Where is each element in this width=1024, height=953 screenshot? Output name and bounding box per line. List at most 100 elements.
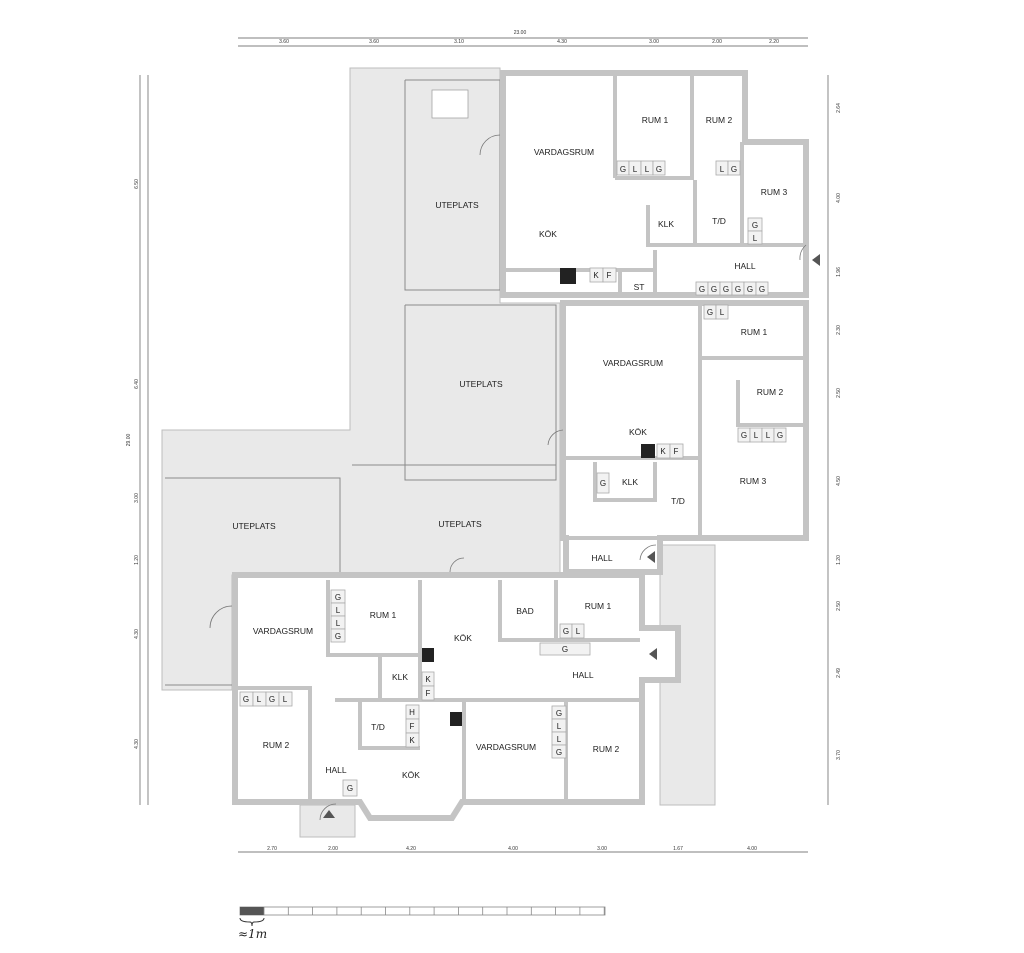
- svg-text:K: K: [409, 736, 415, 745]
- dimension-label: 6.40: [134, 379, 140, 389]
- svg-text:L: L: [720, 165, 725, 174]
- svg-text:G: G: [563, 627, 569, 636]
- patio-label: UTEPLATS: [232, 521, 276, 531]
- dimension-label: 1.20: [134, 555, 140, 565]
- dimension-label: 4.30: [134, 629, 140, 639]
- svg-text:L: L: [336, 606, 341, 615]
- svg-text:G: G: [335, 593, 341, 602]
- room-label: VARDAGSRUM: [476, 742, 536, 752]
- svg-text:G: G: [562, 645, 568, 654]
- svg-text:G: G: [556, 748, 562, 757]
- dimension-label: 29.00: [126, 434, 132, 447]
- svg-text:L: L: [257, 695, 262, 704]
- dimension-label: 3.60: [369, 39, 379, 45]
- room-label: HALL: [591, 553, 613, 563]
- svg-text:K: K: [593, 271, 599, 280]
- entrance-arrow-icon: [323, 254, 820, 818]
- svg-text:G: G: [759, 285, 765, 294]
- svg-text:G: G: [741, 431, 747, 440]
- closets: G L G L L G G K F: [596, 304, 787, 494]
- dimension-label: 4.30: [557, 39, 567, 45]
- dimension-label: 23.00: [514, 30, 527, 36]
- svg-text:G: G: [699, 285, 705, 294]
- room-label: RUM 1: [585, 601, 612, 611]
- unit-top: [479, 70, 809, 298]
- room-label: RUM 2: [593, 744, 620, 754]
- patio-label: UTEPLATS: [438, 519, 482, 529]
- svg-text:G: G: [600, 479, 606, 488]
- room-label: KLK: [658, 219, 674, 229]
- svg-text:G: G: [269, 695, 275, 704]
- dimension-label: 3.10: [454, 39, 464, 45]
- closets: G L L G L G G L G G G G G G K F: [589, 160, 769, 296]
- room-label: ST: [634, 282, 645, 292]
- svg-text:G: G: [777, 431, 783, 440]
- dimension-label: 3.70: [836, 750, 842, 760]
- svg-text:G: G: [752, 221, 758, 230]
- dimension-label: 2.70: [267, 846, 277, 852]
- svg-text:L: L: [753, 234, 758, 243]
- svg-text:G: G: [335, 632, 341, 641]
- room-label: HALL: [325, 765, 347, 775]
- patio-label: UTEPLATS: [435, 200, 479, 210]
- scale-bar: [239, 906, 606, 927]
- room-label: KÖK: [402, 770, 420, 780]
- svg-text:L: L: [766, 431, 771, 440]
- room-label: BAD: [516, 606, 533, 616]
- dimension-label: 2.50: [836, 388, 842, 398]
- room-label: RUM 2: [757, 387, 784, 397]
- svg-text:F: F: [674, 447, 679, 456]
- room-label: RUM 3: [761, 187, 788, 197]
- dimension-label: 4.00: [836, 193, 842, 203]
- svg-text:L: L: [645, 165, 650, 174]
- svg-text:L: L: [754, 431, 759, 440]
- scale-ticks: [263, 907, 605, 915]
- room-label: HALL: [572, 670, 594, 680]
- svg-text:G: G: [347, 784, 353, 793]
- dimension-label: 1.20: [836, 555, 842, 565]
- closets: G L L G G L G L K F H F K G G L G G L L …: [239, 589, 591, 797]
- svg-text:G: G: [243, 695, 249, 704]
- room-label: RUM 3: [740, 476, 767, 486]
- svg-text:L: L: [283, 695, 288, 704]
- svg-text:L: L: [336, 619, 341, 628]
- svg-text:K: K: [660, 447, 666, 456]
- dimension-label: 4.00: [747, 846, 757, 852]
- dimension-label: 2.64: [836, 103, 842, 113]
- room-label: RUM 1: [370, 610, 397, 620]
- dimension-label: 2.30: [836, 325, 842, 335]
- room-label: HALL: [734, 261, 756, 271]
- dimension-label: 2.00: [328, 846, 338, 852]
- dimension-label: 3.00: [649, 39, 659, 45]
- svg-text:G: G: [707, 308, 713, 317]
- room-label: RUM 2: [706, 115, 733, 125]
- room-label: RUM 2: [263, 740, 290, 750]
- svg-text:G: G: [620, 165, 626, 174]
- svg-text:F: F: [426, 689, 431, 698]
- dimension-label: 3.60: [279, 39, 289, 45]
- room-label: RUM 1: [642, 115, 669, 125]
- room-label: T/D: [371, 722, 385, 732]
- svg-text:G: G: [711, 285, 717, 294]
- svg-text:F: F: [607, 271, 612, 280]
- svg-text:L: L: [576, 627, 581, 636]
- svg-text:G: G: [556, 709, 562, 718]
- dimension-label: 3.00: [134, 493, 140, 503]
- dimension-label: 2.49: [836, 668, 842, 678]
- dimension-label: 1.67: [673, 846, 683, 852]
- room-label: KÖK: [539, 229, 557, 239]
- room-label: T/D: [671, 496, 685, 506]
- room-label: VARDAGSRUM: [534, 147, 594, 157]
- dimension-label: 3.00: [597, 846, 607, 852]
- dimension-label: 4.00: [508, 846, 518, 852]
- scale-label: ≈1m: [238, 927, 267, 941]
- dimension-lines: [139, 37, 829, 853]
- svg-text:G: G: [723, 285, 729, 294]
- svg-text:L: L: [633, 165, 638, 174]
- room-label: VARDAGSRUM: [253, 626, 313, 636]
- dimension-label: 2.20: [769, 39, 779, 45]
- room-label: KÖK: [454, 633, 472, 643]
- svg-text:G: G: [731, 165, 737, 174]
- room-label: RUM 1: [741, 327, 768, 337]
